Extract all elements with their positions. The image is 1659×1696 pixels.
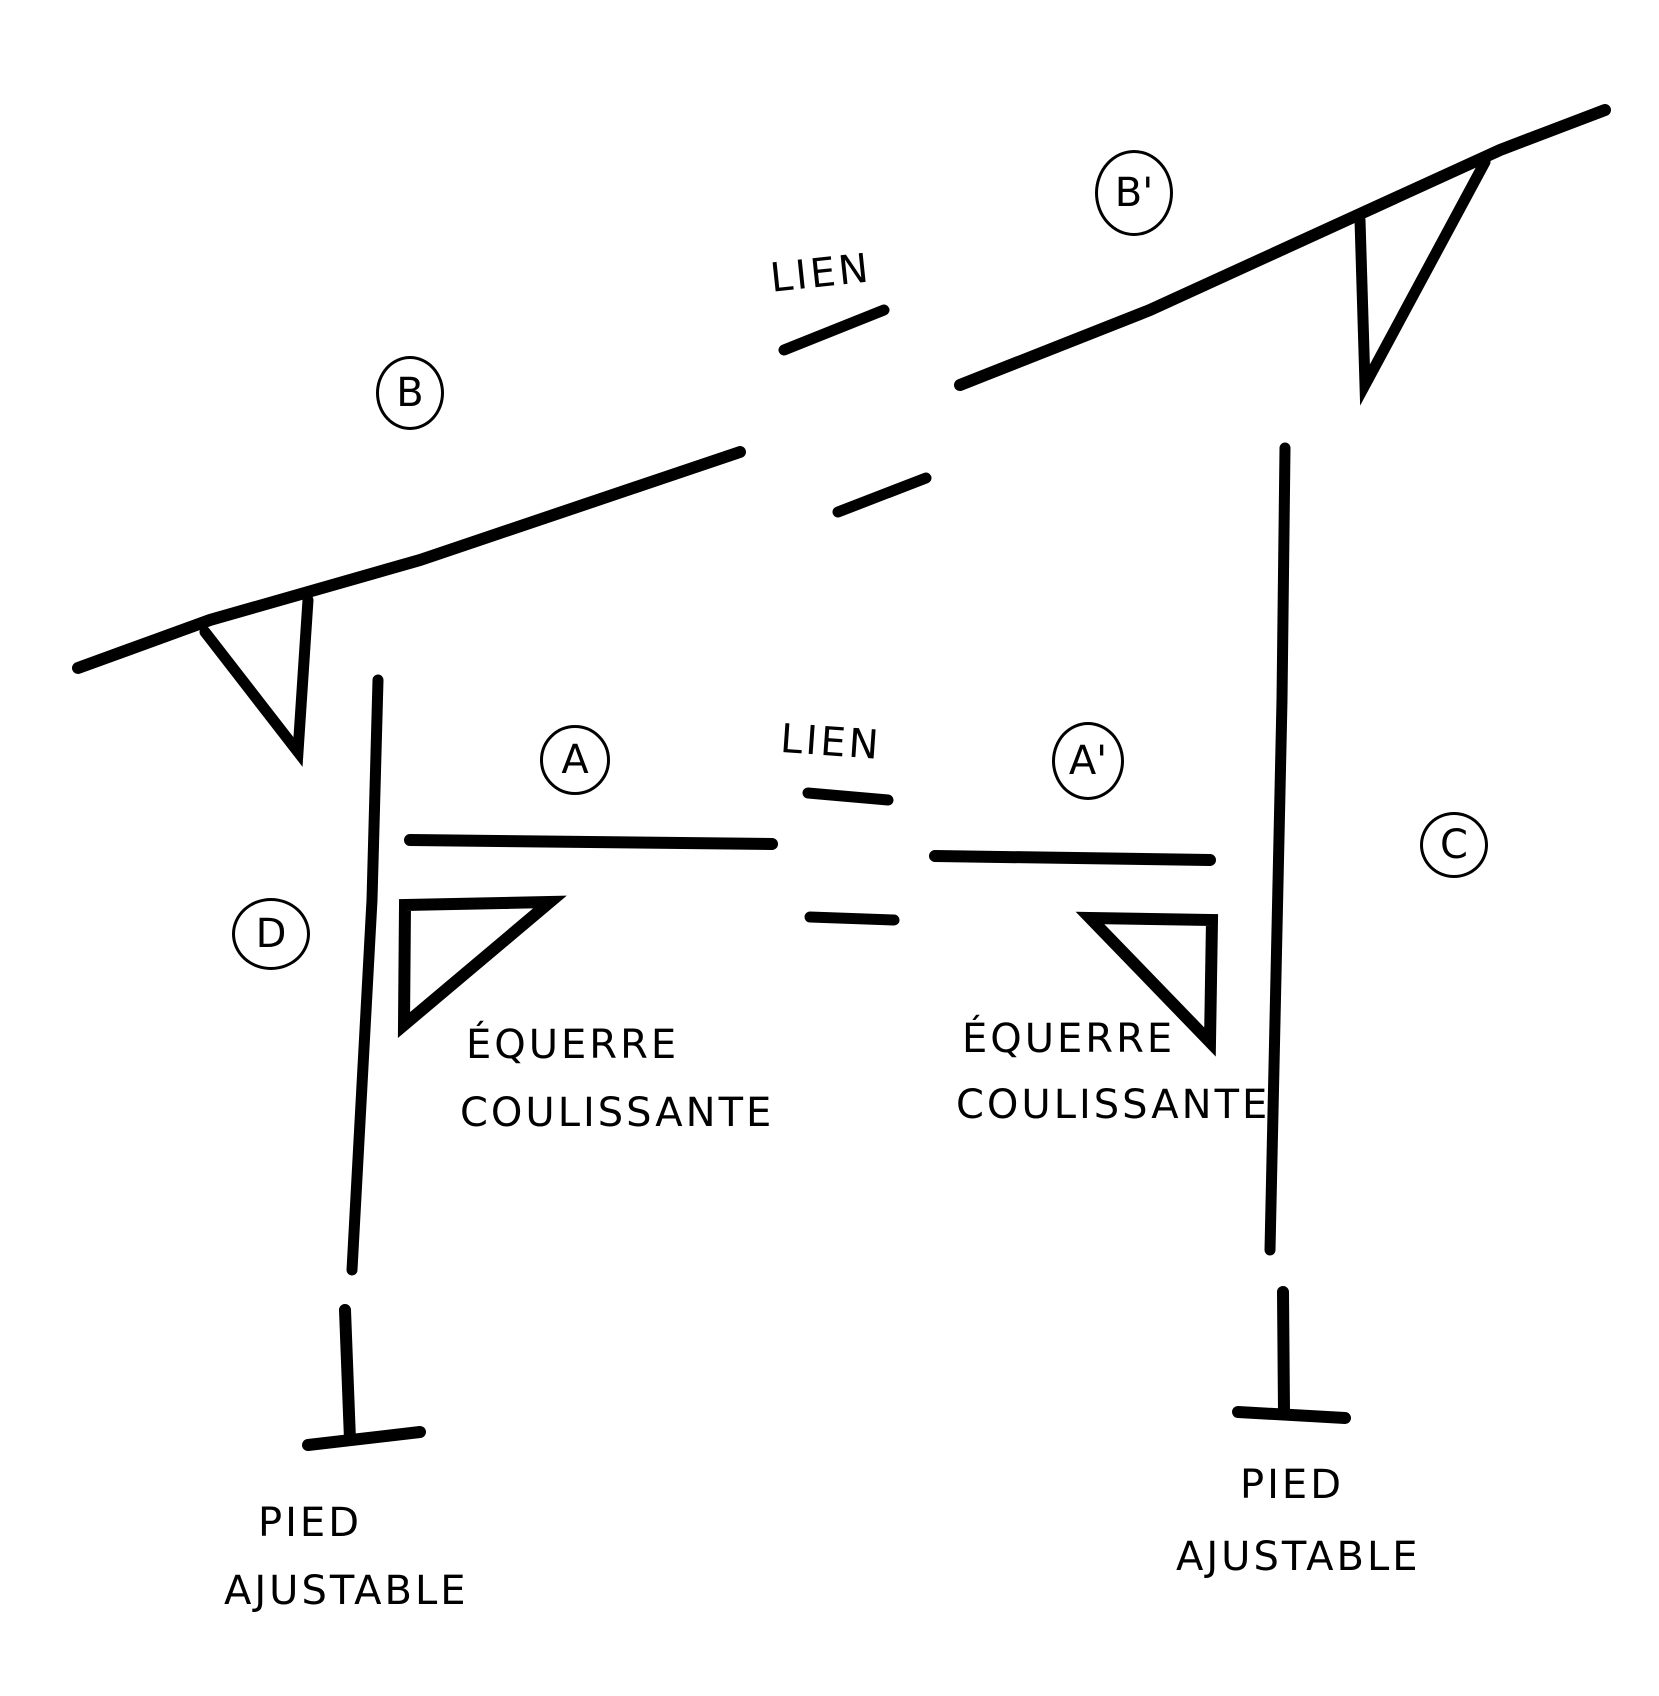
label-a: A xyxy=(561,737,589,783)
label-pied-left-1: PIED xyxy=(258,1500,362,1546)
lien-mid-upper xyxy=(802,787,894,806)
equerre-left xyxy=(397,895,567,1038)
bracket-b xyxy=(199,594,314,767)
lien-top-upper xyxy=(778,304,890,356)
label-c: C xyxy=(1440,822,1468,868)
post-d xyxy=(346,674,384,1276)
pied-right-stem xyxy=(1277,1286,1290,1418)
lien-mid-lower xyxy=(804,911,900,926)
label-d-circle: D xyxy=(232,898,310,970)
label-b-prime: B' xyxy=(1114,170,1154,216)
beam-a xyxy=(404,834,778,850)
equerre-right xyxy=(1075,911,1219,1057)
label-lien-middle: LIEN xyxy=(778,716,884,769)
beam-b-prime xyxy=(954,104,1611,391)
label-pied-right-1: PIED xyxy=(1240,1462,1344,1508)
label-a-circle: A xyxy=(540,725,610,795)
label-equerre-left-1: ÉQUERRE xyxy=(466,1022,680,1068)
label-pied-right-2: AJUSTABLE xyxy=(1176,1534,1421,1580)
label-a-prime-circle: A' xyxy=(1052,722,1124,800)
pied-left-foot xyxy=(302,1426,426,1451)
label-b: B xyxy=(396,370,424,416)
beam-b xyxy=(72,446,746,674)
label-equerre-right-2: COULISSANTE xyxy=(956,1082,1271,1128)
post-c xyxy=(1264,442,1291,1256)
label-b-circle: B xyxy=(376,356,444,430)
label-b-prime-circle: B' xyxy=(1095,150,1173,236)
label-equerre-right-1: ÉQUERRE xyxy=(962,1016,1176,1062)
lien-top-lower xyxy=(832,472,932,518)
pied-right-foot xyxy=(1232,1406,1351,1424)
pied-left-stem xyxy=(339,1304,356,1446)
label-d: D xyxy=(255,911,287,957)
bracket-b-prime xyxy=(1354,156,1491,406)
label-a-prime: A' xyxy=(1068,738,1108,784)
label-pied-left-2: AJUSTABLE xyxy=(224,1568,469,1614)
label-equerre-left-2: COULISSANTE xyxy=(460,1090,775,1136)
beam-a-prime xyxy=(929,850,1216,866)
label-c-circle: C xyxy=(1420,812,1488,878)
